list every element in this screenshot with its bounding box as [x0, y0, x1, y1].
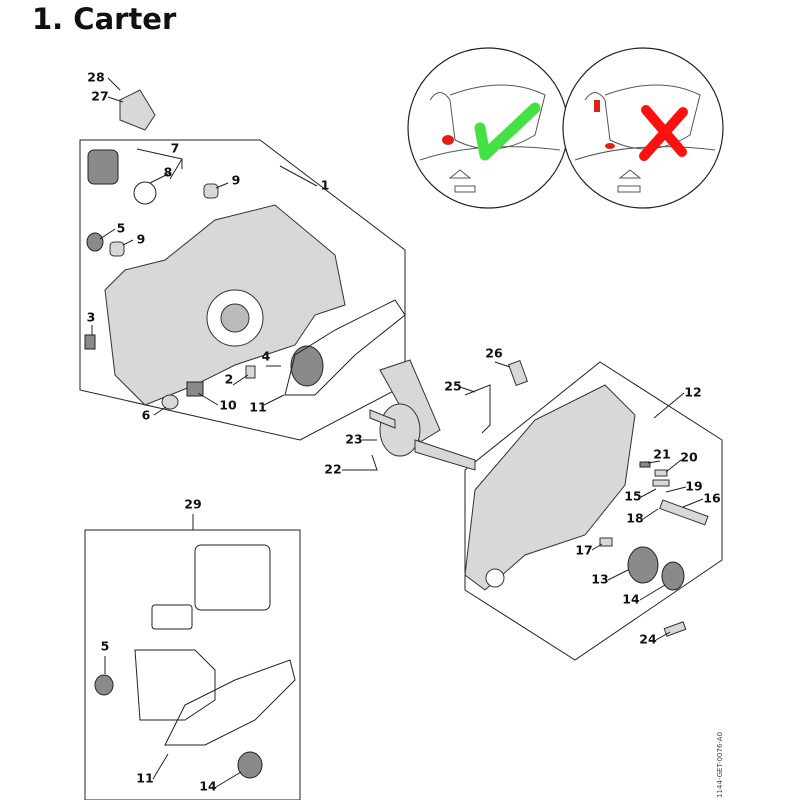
callout-13: 13 [591, 572, 608, 587]
callout-8: 8 [164, 165, 173, 180]
leader-lines [91, 77, 704, 788]
pin-part-21 [639, 461, 651, 468]
callout-11: 11 [249, 400, 266, 415]
screw-part-24 [663, 621, 687, 637]
gasket-set-part-29 [94, 544, 296, 779]
callout-17: 17 [575, 543, 592, 558]
valve-part-7 [87, 149, 119, 185]
screw-part-26 [507, 359, 529, 387]
callout-11: 11 [136, 771, 153, 786]
oil-seal-part-5 [86, 232, 104, 252]
pin-part-20 [654, 469, 668, 477]
ball-bearing-part-13 [627, 546, 659, 584]
callout-14: 14 [622, 592, 640, 607]
callout-15: 15 [624, 489, 641, 504]
callout-28: 28 [87, 70, 104, 85]
cross-icon [639, 105, 688, 161]
pipe-part-25 [464, 384, 491, 434]
page-title: 1. Carter [32, 2, 177, 36]
callout-2: 2 [225, 372, 234, 387]
screw-part-3 [84, 334, 96, 350]
callout-9: 9 [137, 232, 146, 247]
oil-seal-part-4 [290, 345, 324, 387]
callout-3: 3 [87, 310, 96, 325]
callout-10: 10 [219, 398, 237, 413]
plug-part-6 [161, 394, 179, 410]
callout-16: 16 [703, 491, 721, 506]
plug-part-10 [186, 381, 204, 397]
callout-25: 25 [444, 379, 461, 394]
highlight-marker [594, 100, 600, 112]
callout-21: 21 [653, 447, 670, 462]
callout-23: 23 [345, 432, 362, 447]
callout-1: 1 [321, 178, 330, 193]
gasket-part-11 [284, 299, 406, 396]
assembly-frame-crankcase-12 [464, 361, 723, 661]
callout-29: 29 [184, 497, 201, 512]
callout-5: 5 [101, 639, 110, 654]
callout-4: 4 [262, 349, 271, 364]
stud-part-16 [659, 499, 709, 526]
callout-20: 20 [680, 450, 698, 465]
bracket-part-27 [119, 89, 156, 131]
assembly-frame-gasket-set-29 [84, 529, 301, 800]
callout-9: 9 [232, 173, 241, 188]
sleeve-part-2 [245, 365, 256, 379]
highlight-marker [442, 135, 454, 145]
callout-12: 12 [684, 385, 701, 400]
callout-27: 27 [91, 89, 108, 104]
callout-labels: 28 27 7 8 9 1 5 9 3 4 2 10 6 11 26 25 12… [87, 70, 721, 794]
callout-18: 18 [626, 511, 643, 526]
detail-view-incorrect [562, 47, 724, 209]
screw-part-17 [599, 537, 613, 547]
callout-6: 6 [142, 408, 151, 423]
oil-seal-part-14 [661, 561, 685, 591]
callout-19: 19 [685, 479, 702, 494]
drawing-code: 1144-GET-0076-A0 [716, 732, 724, 798]
crankcase-half-part-1 [104, 204, 346, 406]
callout-14: 14 [199, 779, 217, 794]
stud-part-19 [652, 479, 670, 487]
callout-22: 22 [324, 462, 341, 477]
o-ring-part-8 [133, 181, 157, 205]
callout-26: 26 [485, 346, 503, 361]
detail-view-correct [407, 47, 569, 209]
crankcase-half-part-12 [464, 384, 636, 591]
buffer-part-9 [203, 183, 219, 199]
callout-24: 24 [639, 632, 657, 647]
crankshaft-part-22 [369, 359, 476, 471]
callout-5: 5 [117, 221, 126, 236]
buffer-part-9 [109, 241, 125, 257]
callout-7: 7 [171, 141, 180, 156]
checkmark-icon [474, 102, 541, 161]
